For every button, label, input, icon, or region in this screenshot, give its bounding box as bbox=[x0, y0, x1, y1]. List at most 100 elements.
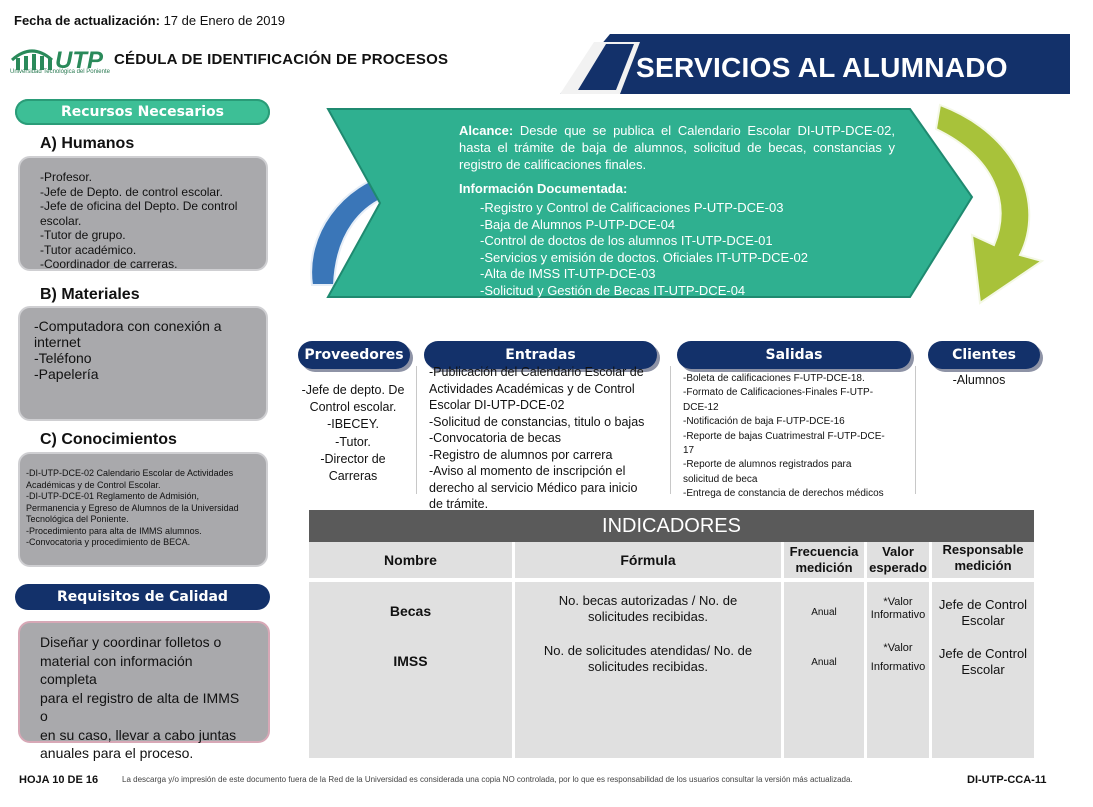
salida-item: -Reporte de alumnos registrados para bbox=[683, 459, 852, 471]
conocimientos-line: Tecnológica del Poniente. bbox=[26, 514, 129, 524]
entradas-list: -Publicación del Calendario Escolar de A… bbox=[429, 364, 657, 513]
requisitos-line: material con información completa bbox=[40, 652, 193, 688]
humanos-line: -Jefe de Depto. de control escolar. bbox=[40, 184, 223, 199]
conocimientos-heading: C) Conocimientos bbox=[40, 431, 177, 448]
valor-line: *Valor bbox=[883, 596, 913, 608]
materiales-line: -Computadora con conexión a bbox=[34, 318, 222, 334]
doc-item: -Registro y Control de Calificaciones P-… bbox=[480, 200, 784, 215]
recursos-header: Recursos Necesarios bbox=[15, 99, 270, 125]
formula-line: No. becas autorizadas / No. de bbox=[558, 593, 738, 608]
requisitos-line: en su caso, llevar a cabo juntas bbox=[40, 726, 237, 743]
requisitos-header: Requisitos de Calidad bbox=[15, 584, 270, 610]
col-responsable-line: medición bbox=[954, 558, 1012, 573]
responsable-line: Jefe de Control bbox=[938, 597, 1028, 612]
salida-item: -Boleta de calificaciones F-UTP-DCE-18. bbox=[683, 373, 865, 384]
humanos-line: -Coordinador de carreras. bbox=[40, 257, 178, 271]
conocimientos-line: -Procedimiento para alta de IMMS alumnos… bbox=[26, 525, 202, 536]
row-becas-frecuencia: Anual bbox=[811, 607, 837, 618]
info-documentada-list: -Registro y Control de Calificaciones P-… bbox=[480, 200, 808, 299]
row-imss-valor: *Valor Informativo bbox=[867, 639, 929, 677]
humanos-line: -Tutor de grupo. bbox=[40, 228, 126, 242]
col-frecuencia-line: Frecuencia bbox=[789, 544, 859, 559]
humanos-heading: A) Humanos bbox=[40, 135, 135, 152]
page-number: HOJA 10 DE 16 bbox=[19, 774, 99, 786]
valor-line: Informativo bbox=[870, 661, 926, 673]
doc-item: -Control de doctos de los alumnos IT-UTP… bbox=[480, 233, 773, 248]
row-imss-frecuencia: Anual bbox=[811, 657, 837, 668]
salida-item: -Reporte de bajas Cuatrimestral F-UTP-DC… bbox=[683, 430, 885, 442]
row-becas-formula: No. becas autorizadas / No. de solicitud… bbox=[515, 593, 781, 625]
separator bbox=[915, 366, 916, 494]
col-valor-line: esperado bbox=[869, 560, 927, 575]
proveedor-item: -Tutor. bbox=[335, 434, 371, 449]
cedula-title: CÉDULA DE IDENTIFICACIÓN DE PROCESOS bbox=[114, 51, 449, 68]
row-becas-nombre: Becas bbox=[389, 603, 432, 619]
formula-line: solicitudes recibidas. bbox=[588, 659, 708, 674]
materiales-line: -Papelería bbox=[34, 366, 99, 382]
conocimientos-line: -DI-UTP-DCE-02 Calendario Escolar de Act… bbox=[26, 468, 234, 478]
table-col-divider bbox=[781, 542, 784, 758]
entrada-item: de trámite. bbox=[429, 497, 489, 511]
materiales-heading: B) Materiales bbox=[40, 286, 140, 303]
conocimientos-box: -DI-UTP-DCE-02 Calendario Escolar de Act… bbox=[18, 452, 268, 567]
proveedor-item: Carreras bbox=[328, 469, 378, 484]
proveedores-list: -Jefe de depto. De Control escolar. -IBE… bbox=[294, 382, 412, 485]
entrada-item: Actividades Académicas y de Control bbox=[429, 381, 635, 396]
humanos-box: -Profesor. -Jefe de Depto. de control es… bbox=[18, 156, 268, 271]
update-date-value: 17 de Enero de 2019 bbox=[163, 13, 285, 28]
row-becas-responsable: Jefe de Control Escolar bbox=[932, 597, 1034, 629]
doc-item: -Servicios y emisión de doctos. Oficiale… bbox=[480, 249, 808, 265]
entrada-item: -Convocatoria de becas bbox=[429, 431, 562, 445]
col-valor: Valor esperado bbox=[867, 542, 929, 578]
proveedor-item: -Jefe de depto. De bbox=[301, 383, 405, 397]
col-frecuencia-line: medición bbox=[795, 560, 853, 575]
conocimientos-line: -Convocatoria y procedimiento de BECA. bbox=[26, 537, 191, 547]
salida-item: solicitud de beca bbox=[683, 473, 758, 485]
responsable-line: Escolar bbox=[961, 662, 1005, 677]
indicadores-table bbox=[309, 510, 1034, 758]
salida-item: -Notificación de baja F-UTP-DCE-16 bbox=[683, 416, 845, 428]
valor-line: *Valor bbox=[883, 642, 913, 654]
doc-item: -Baja de Alumnos P-UTP-DCE-04 bbox=[480, 216, 676, 232]
clientes-list: -Alumnos bbox=[924, 372, 1034, 389]
green-curved-arrow-icon bbox=[934, 103, 1045, 305]
doc-item: -Solicitud y Gestión de Becas IT-UTP-DCE… bbox=[480, 282, 746, 298]
proveedor-item: -Director de bbox=[320, 451, 386, 466]
materiales-box: -Computadora con conexión a internet -Te… bbox=[18, 306, 268, 421]
update-date-label: Fecha de actualización: bbox=[14, 13, 160, 28]
clientes-header: Clientes bbox=[928, 341, 1040, 369]
row-imss-responsable: Jefe de Control Escolar bbox=[932, 646, 1034, 678]
table-col-divider bbox=[864, 542, 867, 758]
requisitos-line: para el registro de alta de IMMS o bbox=[40, 689, 240, 725]
cliente-item: -Alumnos bbox=[952, 373, 1006, 387]
responsable-line: Escolar bbox=[961, 613, 1005, 628]
update-date: Fecha de actualización: 17 de Enero de 2… bbox=[14, 13, 285, 28]
separator bbox=[416, 366, 417, 494]
conocimientos-line: Permanencia y Egreso de Alumnos de la Un… bbox=[26, 502, 239, 513]
info-documentada-title: Información Documentada: bbox=[459, 181, 628, 196]
entrada-item: Escolar DI-UTP-DCE-02 bbox=[429, 398, 565, 412]
requisitos-box: Diseñar y coordinar folletos o material … bbox=[18, 621, 270, 761]
alcance-text: Alcance: Desde que se publica el Calenda… bbox=[459, 122, 895, 173]
col-responsable: Responsable medición bbox=[932, 540, 1034, 576]
title-banner bbox=[560, 34, 1070, 94]
materiales-line: -Teléfono bbox=[34, 350, 92, 366]
document-code: DI-UTP-CCA-11 bbox=[967, 774, 1047, 786]
salida-item: DCE-12 bbox=[683, 401, 719, 413]
requisitos-line: anuales para el proceso. bbox=[40, 745, 194, 761]
salidas-list: -Boleta de calificaciones F-UTP-DCE-18. … bbox=[683, 372, 909, 502]
col-nombre: Nombre bbox=[384, 552, 437, 568]
alcance-value: Desde que se publica el Calendario Escol… bbox=[459, 123, 895, 172]
salidas-header: Salidas bbox=[677, 341, 911, 369]
conocimientos-line: Académicas y de Control Escolar. bbox=[26, 479, 161, 490]
entrada-item: -Aviso al momento de inscripción el bbox=[429, 464, 626, 478]
salida-item: 17 bbox=[683, 445, 695, 457]
entrada-item: -Solicitud de constancias, titulo o baja… bbox=[429, 414, 645, 429]
doc-item: -Alta de IMSS IT-UTP-DCE-03 bbox=[480, 266, 656, 281]
col-frecuencia: Frecuencia medición bbox=[784, 542, 864, 578]
formula-line: No. de solicitudes atendidas/ No. de bbox=[543, 643, 753, 658]
proveedor-item: -IBECEY. bbox=[327, 417, 379, 432]
salida-item: -Entrega de constancia de derechos médic… bbox=[683, 488, 884, 500]
process-chevron bbox=[326, 108, 974, 298]
logo-text: UTP bbox=[55, 47, 104, 74]
